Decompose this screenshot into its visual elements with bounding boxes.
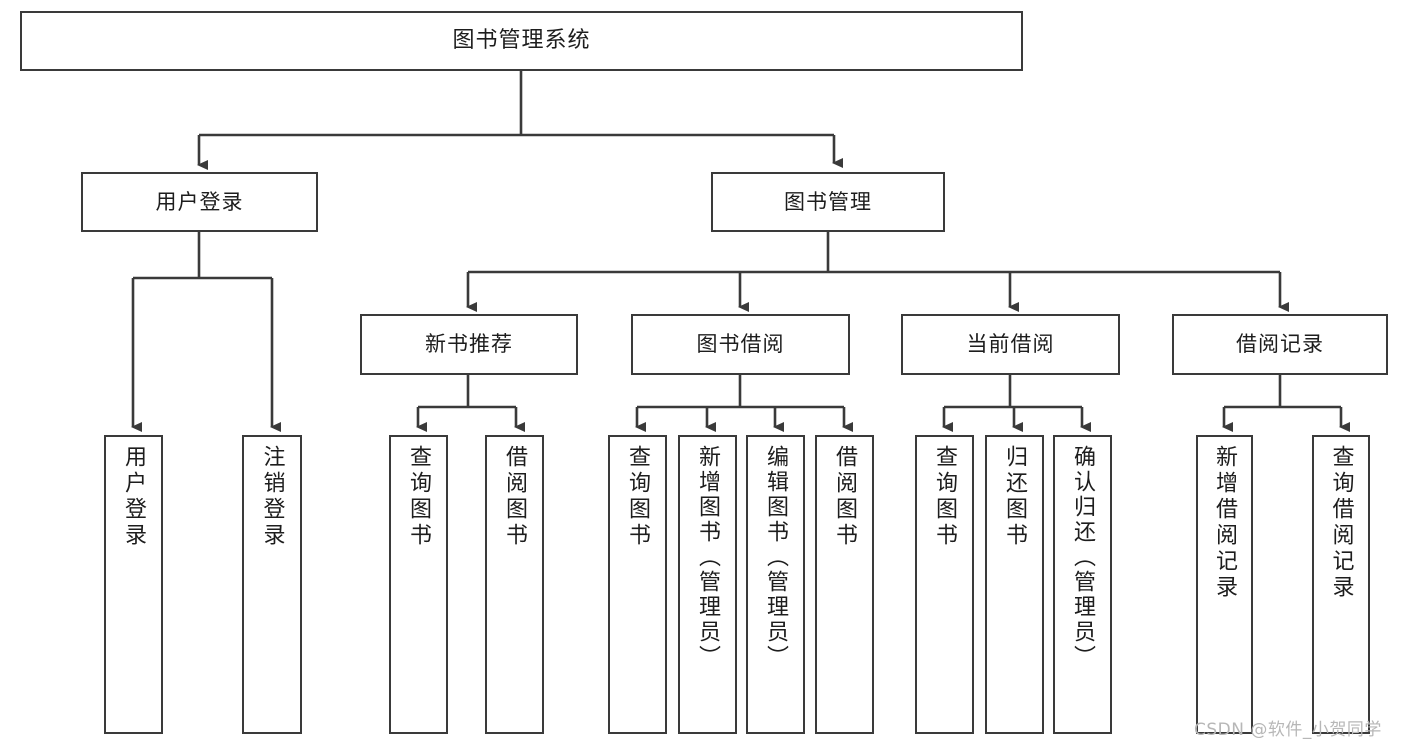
- node-leaf-return-books[interactable]: 归还图书: [985, 435, 1044, 734]
- node-label: 用户登录: [121, 445, 147, 549]
- node-label: 借阅图书: [502, 445, 528, 549]
- node-label: 确认归还（管理员）: [1070, 445, 1096, 670]
- node-label: 用户登录: [155, 189, 244, 214]
- node-leaf-edit-book-admin[interactable]: 编辑图书（管理员）: [746, 435, 805, 734]
- node-current-borrowing[interactable]: 当前借阅: [901, 314, 1120, 375]
- node-book-borrowing[interactable]: 图书借阅: [631, 314, 850, 375]
- node-label: 新书推荐: [425, 332, 513, 357]
- node-book-management[interactable]: 图书管理: [711, 172, 945, 232]
- node-leaf-logout[interactable]: 注销登录: [242, 435, 302, 734]
- node-borrow-records[interactable]: 借阅记录: [1172, 314, 1388, 375]
- node-leaf-confirm-return-admin[interactable]: 确认归还（管理员）: [1053, 435, 1112, 734]
- node-label: 查询借阅记录: [1328, 445, 1354, 601]
- node-leaf-borrow-books-newrec[interactable]: 借阅图书: [485, 435, 544, 734]
- node-label: 查询图书: [932, 445, 958, 549]
- node-root-book-management-system[interactable]: 图书管理系统: [20, 11, 1023, 71]
- node-label: 查询图书: [625, 445, 651, 549]
- node-label: 图书管理: [784, 189, 872, 214]
- node-leaf-borrow-books[interactable]: 借阅图书: [815, 435, 874, 734]
- node-leaf-add-book-admin[interactable]: 新增图书（管理员）: [678, 435, 737, 734]
- node-label: 图书借阅: [696, 332, 785, 357]
- node-user-login[interactable]: 用户登录: [81, 172, 318, 232]
- node-label: 借阅图书: [832, 445, 858, 549]
- node-leaf-user-login[interactable]: 用户登录: [104, 435, 163, 734]
- node-label: 注销登录: [259, 445, 285, 549]
- node-leaf-add-borrow-record[interactable]: 新增借阅记录: [1196, 435, 1253, 734]
- node-leaf-query-borrow-record[interactable]: 查询借阅记录: [1312, 435, 1370, 734]
- node-new-book-recommendation[interactable]: 新书推荐: [360, 314, 578, 375]
- node-label: 查询图书: [406, 445, 432, 549]
- node-leaf-query-books-newrec[interactable]: 查询图书: [389, 435, 448, 734]
- node-label: 当前借阅: [966, 332, 1055, 357]
- node-label: 新增借阅记录: [1212, 445, 1238, 601]
- node-label: 编辑图书（管理员）: [763, 445, 789, 670]
- csdn-watermark: CSDN @软件_小贺同学: [1194, 720, 1382, 740]
- node-label: 借阅记录: [1236, 332, 1324, 357]
- node-label: 图书管理系统: [452, 28, 591, 54]
- node-label: 归还图书: [1002, 445, 1028, 549]
- node-leaf-query-books-current[interactable]: 查询图书: [915, 435, 974, 734]
- node-leaf-query-books-borrow[interactable]: 查询图书: [608, 435, 667, 734]
- node-label: 新增图书（管理员）: [695, 445, 721, 670]
